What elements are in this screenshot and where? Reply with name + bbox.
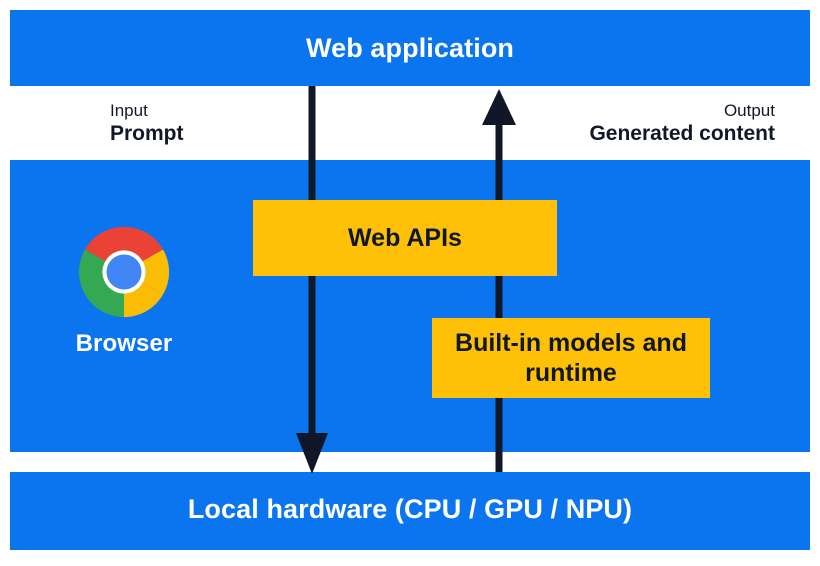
chrome-logo-icon [78, 226, 170, 318]
flow-label-output: Output Generated content [589, 100, 775, 148]
box-builtin-models: Built-in models and runtime [432, 318, 710, 398]
flow-label-output-value: Generated content [589, 122, 775, 146]
flow-label-output-kind: Output [723, 101, 775, 120]
box-web-apis-label: Web APIs [348, 223, 462, 252]
flow-label-input: Input Prompt [110, 100, 184, 148]
band-browser-label: Browser [75, 330, 173, 357]
flow-label-input-kind: Input [110, 101, 148, 120]
band-web-application-label: Web application [305, 33, 515, 63]
browser-badge: Browser [44, 226, 204, 358]
band-local-hardware: Local hardware (CPU / GPU / NPU) [10, 472, 810, 550]
box-builtin-models-label: Built-in models and runtime [455, 328, 687, 388]
flow-label-input-value: Prompt [110, 122, 184, 146]
band-web-application: Web application [10, 10, 810, 86]
box-web-apis: Web APIs [253, 200, 557, 276]
band-local-hardware-label: Local hardware (CPU / GPU / NPU) [187, 494, 633, 524]
